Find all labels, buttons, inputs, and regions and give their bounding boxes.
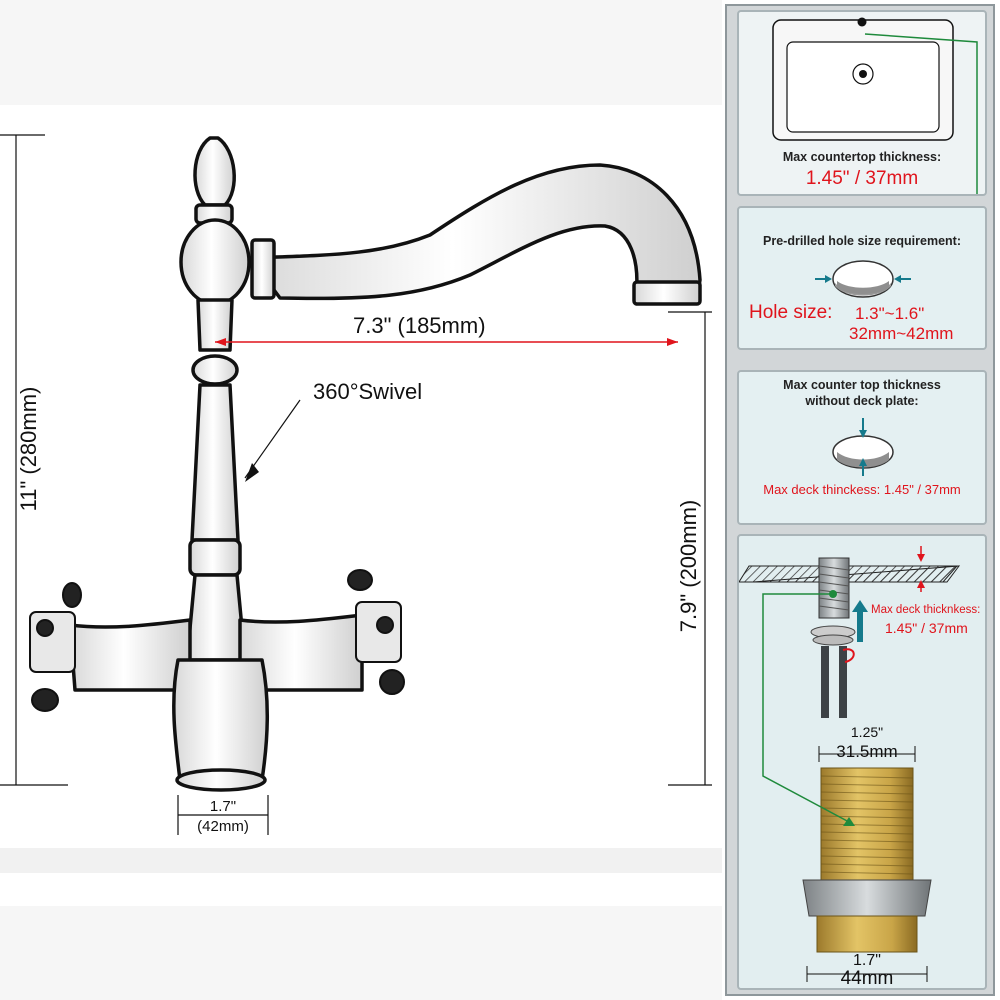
hole-label: Hole size: xyxy=(749,302,833,323)
hole-title: Pre-drilled hole size requirement: xyxy=(763,234,961,248)
hole-value-mm: 32mm~42mm xyxy=(849,324,954,343)
sink-illustration xyxy=(772,17,978,194)
installation-card: Max deck thicknkess: 1.45" / 37mm 1.25" … xyxy=(737,534,987,990)
install-label: Max deck thicknkess: xyxy=(871,604,981,616)
reach-line xyxy=(215,338,678,346)
hole-size-card: Pre-drilled hole size requirement: Hole … xyxy=(737,206,987,350)
reach-label: 7.3" (185mm) xyxy=(353,313,486,338)
installation-illustration xyxy=(739,546,961,982)
dimension-lines xyxy=(0,134,712,835)
shank-bottom-in: 1.7" xyxy=(853,952,881,969)
hole-value-in: 1.3"~1.6" xyxy=(855,304,925,323)
hole-illustration xyxy=(815,260,911,298)
swivel-arrowhead xyxy=(245,463,259,482)
shank-bottom-mm: 44mm xyxy=(840,968,894,989)
top-band xyxy=(0,0,722,105)
height-label: 11" (280mm) xyxy=(16,386,41,512)
swivel-label: 360°Swivel xyxy=(313,379,423,404)
countertop-card: Max countertop thickness: 1.45" / 37mm xyxy=(737,10,987,196)
deck-value: Max deck thinckess: 1.45" / 37mm xyxy=(763,482,961,497)
cross-handles xyxy=(29,569,405,712)
deck-illustration xyxy=(832,418,894,476)
spout-height-label: 7.9" (200mm) xyxy=(676,499,701,633)
faucet-diagram xyxy=(0,134,712,835)
deck-thickness-card: Max counter top thickness without deck p… xyxy=(737,370,987,525)
base-label-in: 1.7" xyxy=(209,798,237,815)
spec-panel: Max countertop thickness: 1.45" / 37mm P… xyxy=(725,4,995,996)
shank-top-in: 1.25" xyxy=(850,724,884,740)
deck-title-2: without deck plate: xyxy=(805,394,919,408)
countertop-title: Max countertop thickness: xyxy=(782,150,942,164)
bottom-band-2 xyxy=(0,906,722,1000)
faucet-body xyxy=(68,136,702,792)
countertop-value: 1.45" / 37mm xyxy=(805,168,919,189)
install-value: 1.45" / 37mm xyxy=(885,620,968,636)
base-label-mm: (42mm) xyxy=(197,818,249,835)
deck-title-1: Max counter top thickness xyxy=(783,378,941,392)
bottom-band xyxy=(0,848,722,873)
shank-top-mm: 31.5mm xyxy=(836,742,898,761)
